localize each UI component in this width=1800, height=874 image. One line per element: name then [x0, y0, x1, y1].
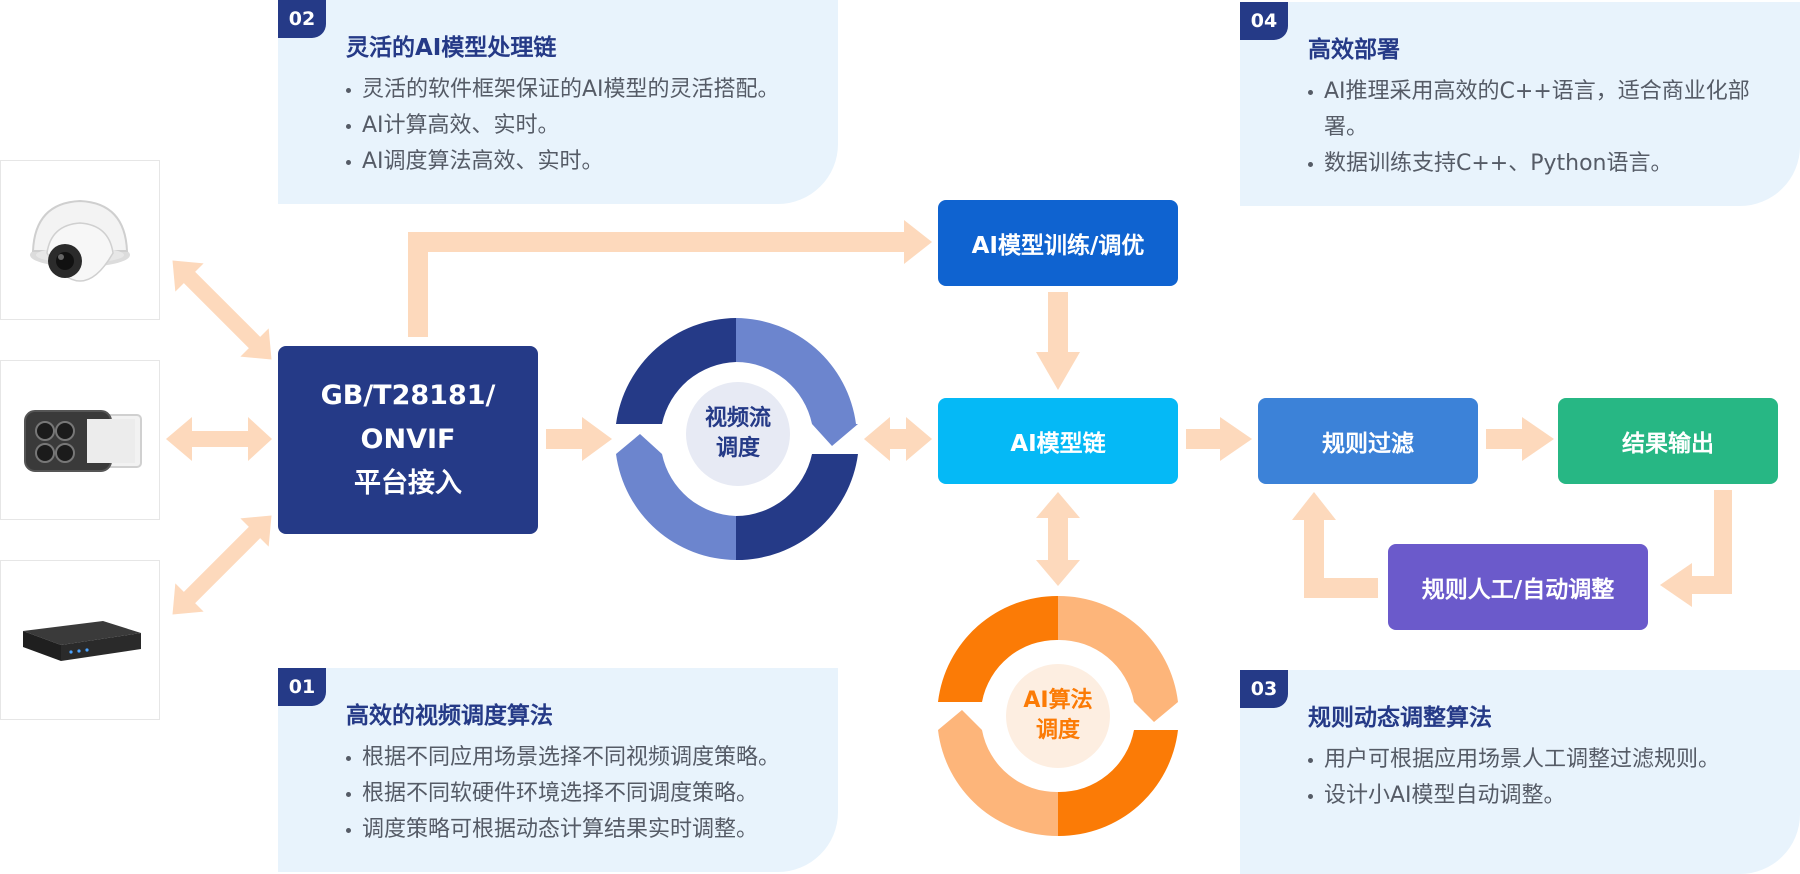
bullet-camera-icon — [24, 410, 142, 472]
rule-adjust-label: 规则人工/自动调整 — [1421, 577, 1615, 603]
feature-card-02: 02 灵活的AI模型处理链 灵活的软件框架保证的AI模型的灵活搭配。 AI计算高… — [278, 0, 838, 204]
result-output-label: 结果输出 — [1622, 431, 1714, 457]
dome-camera-icon — [30, 199, 130, 282]
feature-card-03: 03 规则动态调整算法 用户可根据应用场景人工调整过滤规则。 设计小AI模型自动… — [1240, 670, 1800, 874]
algo-cycle-line-1: AI算法 — [1023, 688, 1093, 713]
rule-adjust-box[interactable]: 规则人工/自动调整 — [1388, 544, 1648, 630]
card-title: 灵活的AI模型处理链 — [346, 35, 557, 61]
ai-model-chain-box[interactable]: AI模型链 — [938, 398, 1178, 484]
card-list: 灵活的软件框架保证的AI模型的灵活搭配。 AI计算高效、实时。 AI调度算法高效… — [346, 72, 818, 180]
algo-cycle-line-2: 调度 — [1035, 718, 1080, 743]
feature-card-04: 04 高效部署 AI推理采用高效的C++语言，适合商业化部署。 数据训练支持C+… — [1240, 2, 1800, 206]
bullet-camera-tile — [0, 360, 160, 520]
video-cycle-line-2: 调度 — [715, 436, 760, 461]
list-item: 数据训练支持C++、Python语言。 — [1308, 146, 1770, 182]
card-title: 规则动态调整算法 — [1308, 705, 1492, 731]
card-number: 01 — [278, 668, 326, 706]
ai-model-chain-label: AI模型链 — [1010, 431, 1106, 457]
list-item: 设计小AI模型自动调整。 — [1308, 778, 1780, 814]
list-item: 灵活的软件框架保证的AI模型的灵活搭配。 — [346, 72, 818, 108]
dome-camera-tile — [0, 160, 160, 320]
result-output-box[interactable]: 结果输出 — [1558, 398, 1778, 484]
nvr-recorder-icon — [23, 621, 141, 661]
video-cycle-line-1: 视频流 — [704, 406, 771, 431]
arrow-bullet-to-platform — [166, 417, 272, 461]
model-training-box[interactable]: AI模型训练/调优 — [938, 200, 1178, 286]
card-number: 03 — [1240, 670, 1288, 708]
model-training-label: AI模型训练/调优 — [971, 233, 1145, 259]
list-item: AI计算高效、实时。 — [346, 108, 818, 144]
arrow-dome-to-platform — [172, 260, 272, 360]
list-item: 调度策略可根据动态计算结果实时调整。 — [346, 812, 818, 848]
algo-cycle-label: AI算法 调度 — [1006, 664, 1110, 768]
rule-filter-box[interactable]: 规则过滤 — [1258, 398, 1478, 484]
card-title: 高效的视频调度算法 — [346, 703, 553, 729]
ai-algorithm-cycle — [938, 595, 1178, 837]
nvr-tile — [0, 560, 160, 720]
arrow-platform-to-training — [408, 232, 906, 337]
feature-card-01: 01 高效的视频调度算法 根据不同应用场景选择不同视频调度策略。 根据不同软硬件… — [278, 668, 838, 872]
card-list: 用户可根据应用场景人工调整过滤规则。 设计小AI模型自动调整。 — [1308, 742, 1780, 814]
list-item: AI调度算法高效、实时。 — [346, 144, 818, 180]
card-title: 高效部署 — [1308, 37, 1400, 63]
card-number: 02 — [278, 0, 326, 38]
list-item: 用户可根据应用场景人工调整过滤规则。 — [1308, 742, 1780, 778]
platform-line-3: 平台接入 — [354, 468, 462, 499]
list-item: 根据不同应用场景选择不同视频调度策略。 — [346, 740, 818, 776]
video-cycle-label: 视频流 调度 — [686, 382, 790, 486]
platform-line-2: ONVIF — [360, 424, 456, 455]
card-list: AI推理采用高效的C++语言，适合商业化部署。 数据训练支持C++、Python… — [1308, 74, 1770, 182]
platform-access-box[interactable]: GB/T28181/ ONVIF 平台接入 — [278, 346, 538, 534]
card-list: 根据不同应用场景选择不同视频调度策略。 根据不同软硬件环境选择不同调度策略。 调… — [346, 740, 818, 848]
card-number: 04 — [1240, 2, 1288, 40]
rule-filter-label: 规则过滤 — [1322, 431, 1414, 457]
list-item: 根据不同软硬件环境选择不同调度策略。 — [346, 776, 818, 812]
platform-line-1: GB/T28181/ — [320, 380, 496, 411]
video-scheduling-cycle — [616, 318, 858, 561]
arrow-nvr-to-platform — [172, 515, 272, 615]
list-item: AI推理采用高效的C++语言，适合商业化部署。 — [1308, 74, 1770, 146]
